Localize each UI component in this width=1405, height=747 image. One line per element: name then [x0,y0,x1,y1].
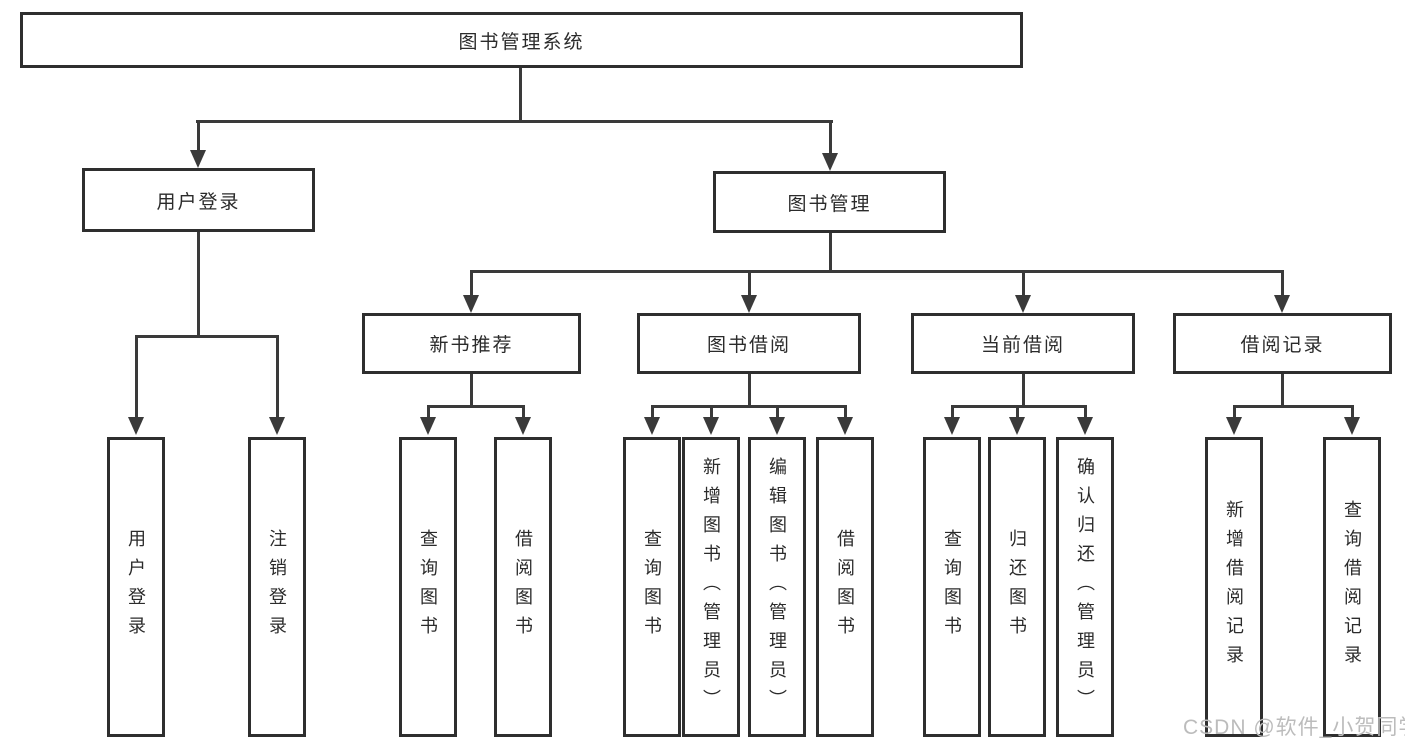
connector-line [470,270,1284,273]
arrowhead-down-icon [837,417,853,435]
node-leaf-add-borrow-record: 新增借阅记录 [1205,437,1263,737]
connector-line [197,120,200,150]
arrowhead-down-icon [1274,295,1290,313]
connector-line [519,68,522,120]
node-book-borrow-label: 图书借阅 [706,335,791,356]
arrowhead-down-icon [420,417,436,435]
node-leaf-user-login: 用户登录 [107,437,165,737]
arrowhead-down-icon [269,417,285,435]
connector-line [1233,405,1354,408]
node-leaf-recommend-query-books: 查询图书 [399,437,457,737]
node-user-login-label: 用户登录 [156,191,241,213]
node-leaf-borrow-books-label: 借阅图书 [835,529,855,645]
node-book-borrow: 图书借阅 [637,313,861,374]
node-new-book-recommend-label: 新书推荐 [429,335,514,356]
node-user-login: 用户登录 [82,168,315,232]
connector-line [829,120,832,153]
connector-line [651,405,654,417]
node-book-management: 图书管理 [713,171,946,233]
connector-line [1233,405,1236,417]
connector-line [1016,405,1019,417]
node-leaf-edit-books-admin-label: 编辑图书（管理员） [767,456,787,718]
arrowhead-down-icon [128,417,144,435]
arrowhead-down-icon [1344,417,1360,435]
node-leaf-borrow-books: 借阅图书 [816,437,874,737]
connector-line [776,405,779,417]
connector-line [427,405,430,417]
node-leaf-confirm-return-admin: 确认归还（管理员） [1056,437,1114,737]
arrowhead-down-icon [1077,417,1093,435]
arrowhead-down-icon [1009,417,1025,435]
arrowhead-down-icon [644,417,660,435]
connector-line [651,405,847,408]
connector-line [135,335,138,417]
node-book-management-label: 图书管理 [787,193,872,215]
node-leaf-add-books-admin: 新增图书（管理员） [682,437,740,737]
arrowhead-down-icon [769,417,785,435]
connector-line [748,270,751,295]
node-leaf-add-borrow-record-label: 新增借阅记录 [1224,500,1244,674]
node-leaf-confirm-return-admin-label: 确认归还（管理员） [1075,456,1095,718]
node-current-borrow-label: 当前借阅 [980,335,1065,356]
node-leaf-recommend-borrow-books-label: 借阅图书 [513,529,533,645]
connector-line [1281,270,1284,295]
connector-line [1022,270,1025,295]
node-borrow-records-label: 借阅记录 [1240,335,1325,356]
connector-line [470,270,473,295]
connector-line [276,335,279,417]
node-leaf-query-borrow-record-label: 查询借阅记录 [1342,500,1362,674]
node-leaf-add-books-admin-label: 新增图书（管理员） [701,456,721,718]
node-leaf-recommend-borrow-books: 借阅图书 [494,437,552,737]
connector-line [522,405,525,417]
arrowhead-down-icon [944,417,960,435]
node-leaf-current-query-books: 查询图书 [923,437,981,737]
connector-line [1022,374,1025,405]
connector-line [1351,405,1354,417]
node-leaf-logout: 注销登录 [248,437,306,737]
connector-line [1281,374,1284,405]
arrowhead-down-icon [703,417,719,435]
arrowhead-down-icon [741,295,757,313]
node-leaf-edit-books-admin: 编辑图书（管理员） [748,437,806,737]
connector-line [470,374,473,405]
arrowhead-down-icon [515,417,531,435]
connector-line [844,405,847,417]
node-root: 图书管理系统 [20,12,1023,68]
arrowhead-down-icon [463,295,479,313]
node-new-book-recommend: 新书推荐 [362,313,581,374]
node-leaf-query-borrow-record: 查询借阅记录 [1323,437,1381,737]
node-leaf-return-books: 归还图书 [988,437,1046,737]
arrowhead-down-icon [1226,417,1242,435]
connector-line [1084,405,1087,417]
connector-line [197,232,200,335]
node-current-borrow: 当前借阅 [911,313,1135,374]
node-leaf-return-books-label: 归还图书 [1007,529,1027,645]
node-leaf-user-login-label: 用户登录 [126,529,146,645]
connector-line [951,405,954,417]
node-leaf-borrow-query-books: 查询图书 [623,437,681,737]
connector-line [135,335,279,338]
connector-line [748,374,751,405]
arrowhead-down-icon [1015,295,1031,313]
csdn-watermark: CSDN @软件_小贺同学 [1183,716,1405,739]
connector-line [196,120,833,123]
node-borrow-records: 借阅记录 [1173,313,1392,374]
arrowhead-down-icon [822,153,838,171]
node-leaf-recommend-query-books-label: 查询图书 [418,529,438,645]
node-leaf-current-query-books-label: 查询图书 [942,529,962,645]
connector-line [427,405,524,408]
connector-line [951,405,1087,408]
node-root-label: 图书管理系统 [458,31,585,53]
node-leaf-logout-label: 注销登录 [267,529,287,645]
arrowhead-down-icon [190,150,206,168]
connector-line [710,405,713,417]
connector-line [829,233,832,270]
node-leaf-borrow-query-books-label: 查询图书 [642,529,662,645]
